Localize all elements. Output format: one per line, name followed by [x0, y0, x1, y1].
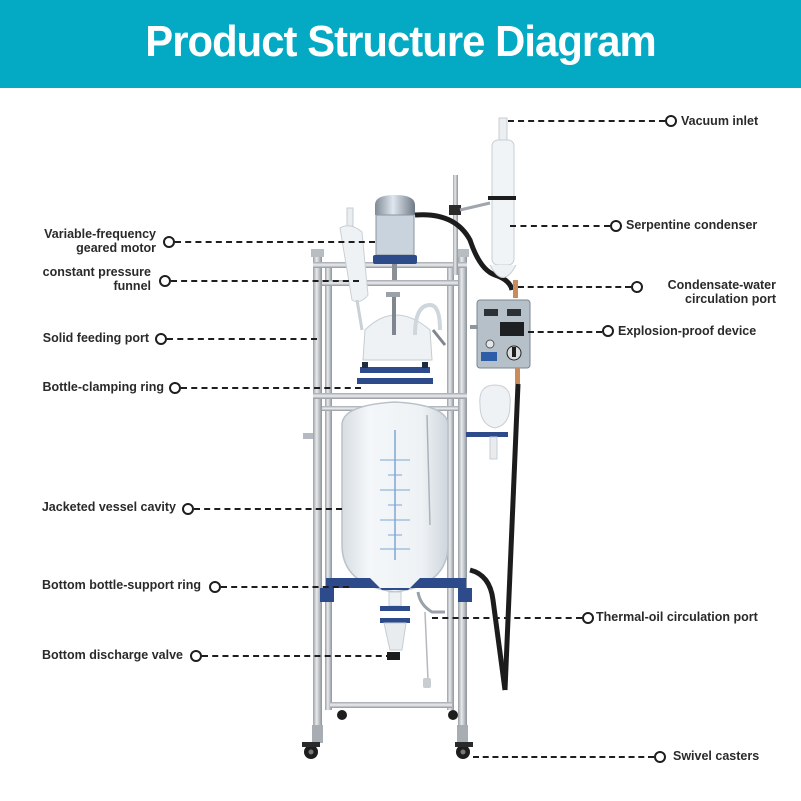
callout-marker-icon — [631, 281, 643, 293]
motor — [373, 195, 417, 280]
pressure-funnel — [339, 207, 369, 331]
leader-line — [181, 387, 361, 389]
callout-marker-icon — [182, 503, 194, 515]
glass-vessel — [341, 401, 449, 593]
control-box — [470, 299, 531, 369]
condenser — [488, 117, 518, 298]
callout-label: Bottom bottle-support ring — [42, 578, 201, 592]
callout-label: Jacketed vessel cavity — [41, 500, 176, 514]
leader-line — [202, 655, 392, 657]
leader-line — [510, 225, 610, 227]
callout-marker-icon — [169, 382, 181, 394]
leader-line — [167, 338, 317, 340]
callout-label: constant pressure — [42, 265, 151, 279]
leader-line — [528, 331, 602, 333]
leader-line — [221, 586, 349, 588]
leader-line — [473, 756, 654, 758]
callout-marker-icon — [163, 236, 175, 248]
callout-marker-icon — [190, 650, 202, 662]
callout-marker-icon — [665, 115, 677, 127]
leader-line — [432, 617, 582, 619]
support-ring — [320, 578, 472, 602]
receiving-flask — [466, 384, 511, 460]
callout-label: circulation port — [685, 292, 776, 306]
callout-label: Bottom discharge valve — [41, 648, 183, 662]
callout-label: Bottle-clamping ring — [42, 380, 164, 394]
leader-line — [518, 286, 631, 288]
callout-label: Thermal-oil circulation port — [596, 610, 758, 624]
callout-marker-icon — [602, 325, 614, 337]
callout-marker-icon — [582, 612, 594, 624]
callout-marker-icon — [209, 581, 221, 593]
callout-marker-icon — [654, 751, 666, 763]
header-banner: Product Structure Diagram — [0, 0, 801, 88]
lid-assembly — [357, 292, 447, 384]
callout-marker-icon — [155, 333, 167, 345]
callout-label: Serpentine condenser — [626, 218, 758, 232]
leader-line — [194, 508, 342, 510]
callout-marker-icon — [159, 275, 171, 287]
callout-label: Solid feeding port — [42, 331, 149, 345]
casters — [302, 710, 473, 759]
callout-label: funnel — [113, 279, 152, 293]
page-title: Product Structure Diagram — [145, 17, 656, 66]
discharge-valve — [380, 591, 410, 660]
leader-line — [508, 120, 665, 122]
callout-marker-icon — [610, 220, 622, 232]
leader-line — [171, 280, 359, 282]
callout-label: Swivel casters — [673, 749, 760, 763]
leader-line — [175, 241, 375, 243]
callout-label: Vacuum inlet — [681, 114, 759, 128]
callout-label: Condensate-water — [667, 278, 776, 292]
callout-label: Variable-frequency — [44, 227, 156, 241]
callout-label: Explosion-proof device — [618, 324, 757, 338]
callout-label: geared motor — [76, 241, 156, 255]
